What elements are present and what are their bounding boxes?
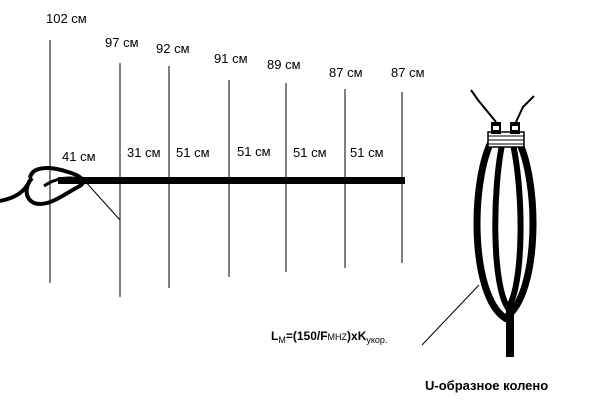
- formula-K-sub: укор.: [366, 335, 387, 345]
- length-label-1: 102 см: [46, 11, 87, 26]
- formula-expr-close: )xK: [347, 329, 367, 343]
- length-label-2: 97 см: [105, 35, 139, 50]
- formula-F-sub: MHZ: [328, 332, 348, 342]
- boom: [58, 177, 405, 184]
- formula-expr-open: =(150/F: [286, 329, 328, 343]
- element-length-labels: 102 см 97 см 92 см 91 см 89 см 87 см 87 …: [46, 11, 425, 80]
- spacing-label-5: 51 см: [293, 145, 327, 160]
- length-label-7: 87 см: [391, 65, 425, 80]
- feed-cable-loop: [0, 166, 121, 221]
- spacing-label-3: 51 см: [176, 145, 210, 160]
- length-formula: LМ=(150/FMHZ)xKукор.: [271, 329, 387, 345]
- spacing-label-1: 41 см: [62, 149, 96, 164]
- formula-L: L: [271, 329, 278, 343]
- u-balun: [421, 89, 537, 357]
- formula-L-sub: М: [278, 335, 286, 345]
- spacing-label-4: 51 см: [237, 144, 271, 159]
- spacing-label-6: 51 см: [350, 145, 384, 160]
- length-label-3: 92 см: [156, 41, 190, 56]
- spacing-labels: 41 см 31 см 51 см 51 см 51 см 51 см: [62, 144, 384, 164]
- length-label-4: 91 см: [214, 51, 248, 66]
- length-label-6: 87 см: [329, 65, 363, 80]
- spacing-label-2: 31 см: [127, 145, 161, 160]
- length-label-5: 89 см: [267, 57, 301, 72]
- balun-caption: U-образное колено: [425, 378, 548, 393]
